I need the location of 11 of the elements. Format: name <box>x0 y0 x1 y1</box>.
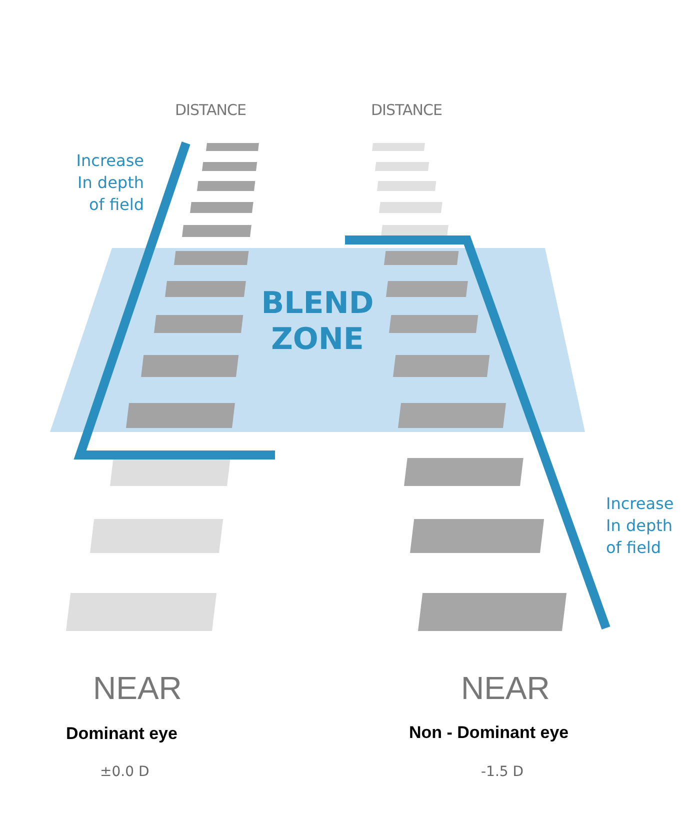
column-heading: DISTANCE <box>371 101 442 119</box>
eye-label: Non - Dominant eye <box>409 723 569 743</box>
depth-note: Increase In depth of field <box>606 493 675 559</box>
lens-power: ±0.0 D <box>100 764 150 780</box>
depth-note: Increase In depth of field <box>75 150 144 216</box>
lens-power: -1.5 D <box>481 764 524 780</box>
zone-title: BLEND ZONE <box>260 286 375 358</box>
eye-label: Dominant eye <box>66 724 178 744</box>
column-footer: NEAR <box>461 670 550 707</box>
column-heading: DISTANCE <box>175 101 246 119</box>
column-footer: NEAR <box>93 670 182 707</box>
